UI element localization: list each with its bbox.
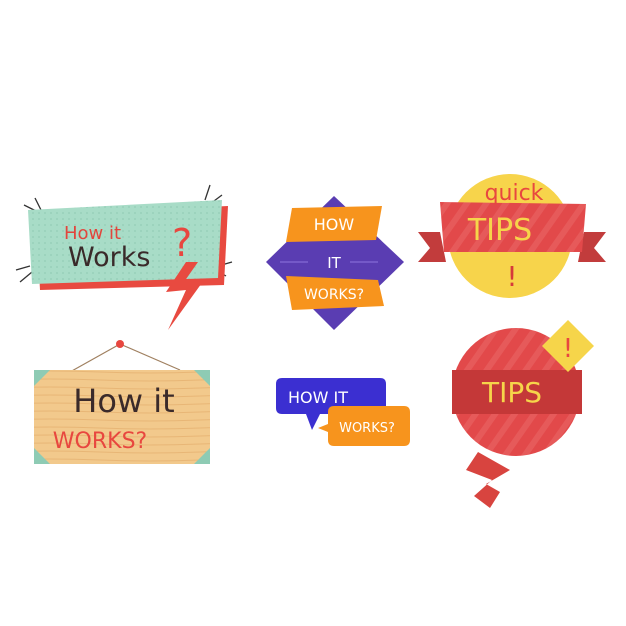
nail-icon (116, 340, 124, 348)
hanging-string-left (69, 343, 121, 373)
twisted-tail (466, 452, 510, 508)
corner-tl (34, 370, 50, 386)
how-it-works-speech-bubbles-badge: HOW IT WORKS? (276, 378, 410, 446)
bubble-line2: WORKS? (339, 421, 395, 436)
tips-text: TIPS (481, 376, 542, 409)
quick-tips-circle-badge: quick TIPS ! (418, 174, 606, 298)
bubble-line1: HOW IT (288, 388, 348, 407)
ribbon-tail-left (418, 232, 446, 262)
corner-bl (34, 448, 50, 464)
diamond-line2: IT (327, 254, 341, 272)
ribbon-tail-right (578, 232, 606, 262)
sign-panel (28, 200, 222, 284)
question-mark: ? (172, 221, 192, 265)
sign-line1: How it (64, 223, 121, 244)
warning-exclamation: ! (563, 334, 573, 364)
bottom-ribbon (286, 276, 384, 310)
tips-banner (452, 370, 582, 414)
diamond-line3: WORKS? (304, 287, 364, 303)
wood-line1: How it (73, 382, 174, 420)
hanging-string-right (119, 343, 181, 371)
lightning-bolt-icon (166, 262, 204, 330)
warning-diamond (542, 320, 594, 372)
wood-line2: WORKS? (53, 429, 147, 454)
how-it-works-sign-badge: How it Works ? (15, 184, 233, 330)
how-it-works-diamond-badge: HOW IT WORKS? (266, 196, 404, 330)
top-ribbon (286, 206, 382, 242)
exclamation-mark: ! (506, 260, 517, 293)
how-it-works-wood-sign-badge: How it WORKS? (34, 340, 210, 464)
red-ribbon (440, 202, 586, 252)
quick-label: quick (485, 181, 544, 206)
sign-line2: Works (68, 242, 150, 273)
diamond-line1: HOW (314, 215, 355, 234)
tips-label: TIPS (467, 213, 532, 248)
blue-bubble (276, 378, 386, 430)
wood-panel (34, 370, 210, 464)
corner-br (194, 448, 210, 464)
corner-tr (194, 370, 210, 386)
tips-red-circle-badge: ! TIPS (452, 320, 594, 508)
orange-bubble (318, 406, 410, 446)
